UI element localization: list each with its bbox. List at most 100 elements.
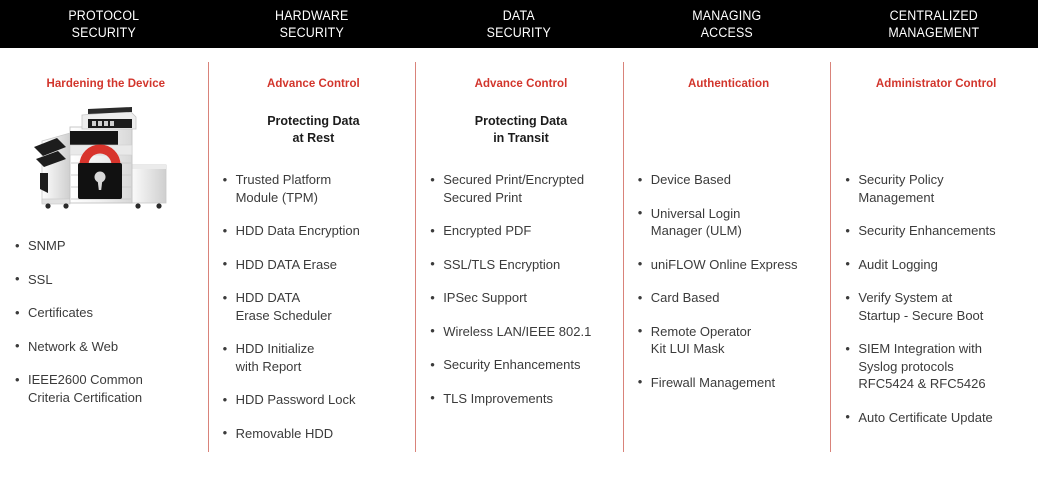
list-item: Certificates (14, 304, 198, 322)
bullet-line: with Report (235, 358, 302, 374)
multifunction-printer-with-open-padlock-image (26, 107, 186, 215)
bullet-line: RFC5424 & RFC5426 (858, 376, 986, 391)
list-item: Card Based (637, 289, 821, 307)
bullet-line: SNMP (28, 238, 66, 253)
header-column-managing-access: MANAGING ACCESS (631, 0, 822, 48)
bullet-line: SIEM Integration with (858, 341, 982, 356)
bullet-line: IPSec Support (443, 290, 528, 305)
subtitle-line-2: in Transit (493, 131, 549, 145)
bullet-list-data-security: Secured Print/Encrypted Secured Print En… (429, 171, 613, 407)
header-line-2: SECURITY (486, 25, 552, 40)
bullet-line: HDD DATA Erase (235, 256, 337, 272)
list-item: Encrypted PDF (429, 222, 613, 240)
bullet-line: Security Enhancements (858, 223, 996, 238)
column-title: Advance Control (267, 78, 360, 90)
list-item: Security Enhancements (844, 222, 1028, 240)
list-item: IPSec Support (429, 289, 613, 307)
list-item: SIEM Integration with Syslog protocols R… (844, 340, 1028, 393)
column-centralized-management: Administrator Control Security Policy Ma… (830, 48, 1038, 495)
header-column-hardware-security: HARDWARE SECURITY (216, 0, 407, 48)
bullet-line: Manager (ULM) (650, 223, 742, 238)
bullet-line: HDD Data Encryption (235, 223, 360, 238)
list-item: Trusted Platform Module (TPM) (222, 171, 406, 206)
bullet-line: Startup - Secure Boot (858, 307, 984, 323)
list-item: HDD Initialize with Report (222, 340, 406, 375)
bullet-line: Management (858, 189, 935, 205)
column-title: Authentication (687, 78, 770, 90)
list-item: uniFLOW Online Express (637, 255, 821, 274)
bullet-line: Syslog protocols (858, 358, 954, 374)
section-header-bar: PROTOCOL SECURITY HARDWARE SECURITY DATA… (0, 0, 1038, 48)
subtitle-line-1: Protecting Data (267, 114, 360, 128)
header-line-1: DATA (502, 8, 535, 23)
list-item: SSL (14, 270, 198, 289)
header-line-1: HARDWARE (274, 8, 349, 23)
bullet-line: Universal Login (650, 205, 741, 221)
column-title: Administrator Control (875, 78, 997, 90)
bullet-line: HDD Password Lock (235, 392, 356, 407)
column-hardware-security: Advance Control Protecting Data at Rest … (207, 48, 416, 495)
bullet-line: Audit Logging (858, 256, 938, 272)
list-item: Device Based (637, 171, 821, 189)
list-item: HDD Password Lock (222, 391, 406, 409)
bullet-line: Module (TPM) (235, 189, 318, 205)
header-column-centralized-management: CENTRALIZED MANAGEMENT (839, 0, 1030, 48)
bullet-line: Security Policy (858, 172, 944, 187)
list-item: Wireless LAN/IEEE 802.1 (429, 322, 613, 341)
bullet-list-protocol-security: SNMP SSL Certificates Network & Web IEEE… (14, 237, 198, 406)
column-managing-access: Authentication Device Based Universal Lo… (622, 48, 831, 495)
list-item: Removable HDD (222, 424, 406, 443)
bullet-line: Network & Web (28, 338, 119, 354)
bullet-line: HDD DATA (235, 290, 301, 305)
bullet-line: Auto Certificate Update (858, 409, 993, 425)
bullet-line: Remote Operator (650, 323, 752, 339)
list-item: SNMP (14, 237, 198, 255)
header-line-1: MANAGING (692, 8, 762, 23)
bullet-line: uniFLOW Online Express (650, 256, 798, 272)
bullet-line: Erase Scheduler (235, 307, 332, 323)
bullet-line: Trusted Platform (235, 172, 332, 187)
subtitle-line-2: at Rest (292, 131, 335, 145)
column-title: Hardening the Device (46, 78, 166, 90)
list-item: SSL/TLS Encryption (429, 255, 613, 274)
bullet-line: Firewall Management (650, 374, 776, 390)
list-item: Security Policy Management (844, 171, 1028, 206)
header-line-2: ACCESS (700, 25, 753, 40)
list-item: TLS Improvements (429, 389, 613, 408)
bullet-list-hardware-security: Trusted Platform Module (TPM) HDD Data E… (222, 171, 406, 442)
bullet-line: Wireless LAN/IEEE 802.1 (443, 323, 592, 339)
list-item: HDD DATA Erase Scheduler (222, 289, 406, 324)
list-item: Audit Logging (844, 255, 1028, 274)
list-item: Security Enhancements (429, 356, 613, 374)
column-data-security: Advance Control Protecting Data in Trans… (415, 48, 623, 495)
list-item: IEEE2600 Common Criteria Certification (14, 371, 198, 406)
bullet-line: Secured Print/Encrypted (443, 172, 585, 187)
subtitle-line-1: Protecting Data (474, 114, 568, 128)
bullet-line: Security Enhancements (443, 357, 581, 372)
bullet-line: Criteria Certification (28, 389, 143, 405)
bullet-list-managing-access: Device Based Universal Login Manager (UL… (637, 171, 821, 391)
list-item: Auto Certificate Update (844, 408, 1028, 427)
bullet-line: SSL/TLS Encryption (443, 256, 561, 272)
list-item: HDD Data Encryption (222, 222, 406, 240)
header-column-data-security: DATA SECURITY (423, 0, 614, 48)
list-item: Firewall Management (637, 373, 821, 392)
column-subtitle: Protecting Data at Rest (222, 113, 406, 147)
bullet-line: Device Based (650, 172, 731, 187)
list-item: Remote Operator Kit LUI Mask (637, 322, 821, 358)
bullet-line: Kit LUI Mask (650, 341, 725, 356)
list-item: HDD DATA Erase (222, 255, 406, 274)
bullet-line: Verify System at (858, 290, 953, 305)
bullet-list-centralized-management: Security Policy Management Security Enha… (844, 171, 1028, 426)
bullet-line: Encrypted PDF (443, 223, 532, 238)
list-item: Network & Web (14, 337, 198, 356)
bullet-line: Secured Print (443, 189, 522, 205)
list-item: Secured Print/Encrypted Secured Print (429, 171, 613, 206)
header-line-2: SECURITY (279, 25, 344, 40)
column-subtitle: Protecting Data in Transit (429, 113, 613, 147)
bullet-line: TLS Improvements (443, 390, 554, 406)
bullet-line: IEEE2600 Common (28, 372, 143, 387)
bullet-line: Card Based (650, 290, 720, 305)
bullet-line: Removable HDD (235, 425, 334, 441)
bullet-line: HDD Initialize (235, 341, 315, 356)
